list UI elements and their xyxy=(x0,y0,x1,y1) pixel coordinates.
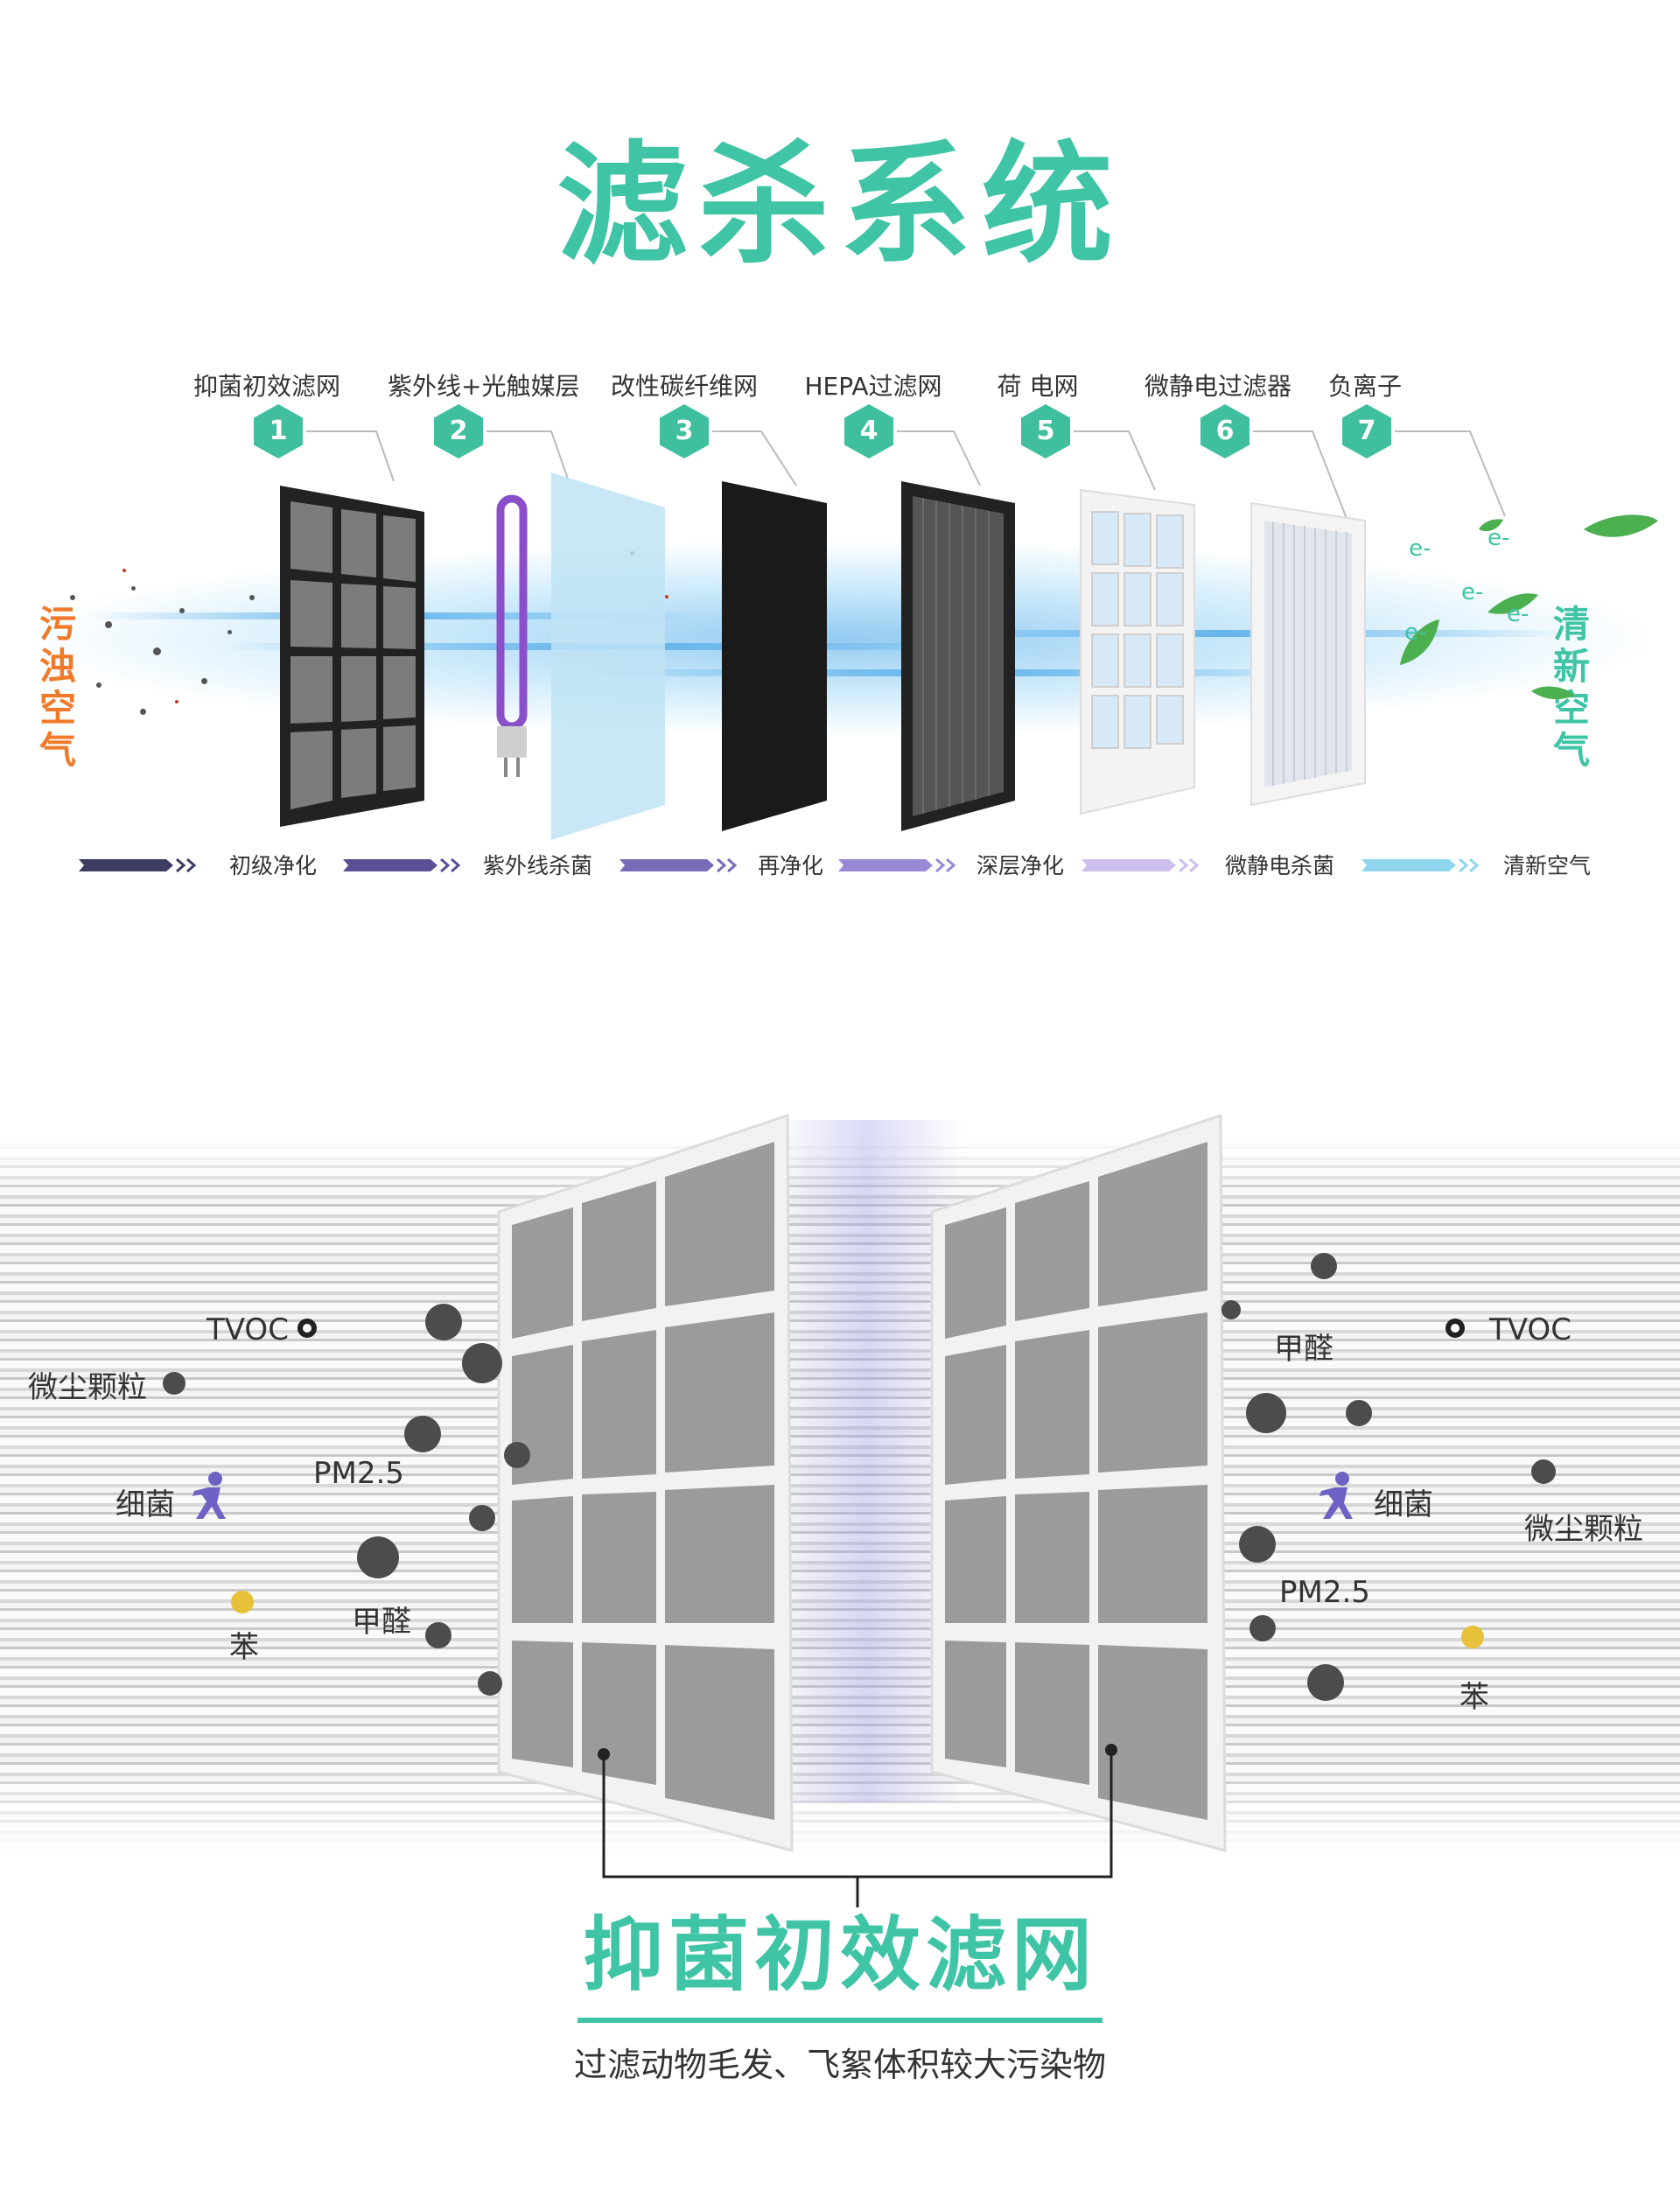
electrostatic-filter-panel xyxy=(1250,501,1366,807)
step-label-2: 紫外线杀菌 xyxy=(483,853,593,878)
pollutant-label-tvoc-left: TVOC xyxy=(206,1312,289,1347)
hepa-filter-panel xyxy=(901,481,1015,831)
pollutant-particle xyxy=(1346,1400,1372,1426)
pollutant-particle xyxy=(478,1671,502,1696)
pollutant-label-benzene-left: 苯 xyxy=(229,1630,259,1665)
pollutant-particle xyxy=(1222,1300,1241,1319)
filter-system-section: 抑菌初效滤网 紫外线+光触媒层 改性碳纤维网 HEPA过滤网 荷 电网 微静电过… xyxy=(0,332,1680,910)
step-arrow-6 xyxy=(1362,857,1480,873)
pollutant-label-bacteria-left: 细菌 xyxy=(116,1487,175,1522)
filter-title-underline xyxy=(578,2018,1102,2023)
dust-particle xyxy=(249,595,255,600)
layer-badge-2: 2 xyxy=(434,404,483,458)
dirty-air-label: 污浊空气 xyxy=(38,603,76,772)
pollutant-particle xyxy=(504,1442,530,1468)
pollutant-label-formaldehyde-left: 甲醛 xyxy=(352,1605,411,1640)
bacteria-icon xyxy=(192,1472,226,1519)
dust-particle xyxy=(122,569,126,572)
page-title: 滤杀系统 xyxy=(556,129,1124,282)
layer-badge-6: 6 xyxy=(1200,404,1250,458)
step-label-5: 微静电杀菌 xyxy=(1225,853,1335,878)
pollutant-label-benzene-right: 苯 xyxy=(1460,1680,1489,1715)
clean-air-label: 清新空气 xyxy=(1552,603,1590,772)
dust-particle xyxy=(96,682,102,688)
dust-particle xyxy=(153,647,161,655)
dust-particle xyxy=(105,621,112,628)
layer-label-4: HEPA过滤网 xyxy=(804,372,942,401)
pollutant-label-pm25-right: PM2.5 xyxy=(1279,1575,1370,1610)
airflow-glow xyxy=(770,1120,962,1802)
step-arrow-4 xyxy=(838,857,956,873)
pollutant-particle xyxy=(1307,1664,1344,1701)
layer-label-5: 荷 电网 xyxy=(997,372,1079,401)
step-label-1: 初级净化 xyxy=(229,853,318,878)
pollutant-particle xyxy=(1531,1459,1556,1484)
benzene-dot-icon xyxy=(231,1591,254,1613)
pollutant-particle xyxy=(425,1622,452,1648)
dust-particle xyxy=(70,595,75,600)
layer-label-1: 抑菌初效滤网 xyxy=(192,372,340,401)
dust-particle xyxy=(179,608,185,613)
dust-particle xyxy=(131,586,136,591)
ion-symbol: e- xyxy=(1461,579,1484,605)
pollutant-particle xyxy=(1250,1615,1276,1641)
pollutant-particle xyxy=(404,1416,441,1452)
pollutant-label-pm25-left: PM2.5 xyxy=(313,1456,404,1491)
pollutant-label-formaldehyde-right: 甲醛 xyxy=(1274,1332,1334,1367)
layer-badge-7: 7 xyxy=(1342,404,1391,458)
pollutant-label-dust-left: 微尘颗粒 xyxy=(28,1370,147,1405)
step-label-6: 清新空气 xyxy=(1503,853,1592,878)
ion-symbol: e- xyxy=(1409,535,1432,562)
filter-description: 过滤动物毛发、飞絮体积较大污染物 xyxy=(573,2046,1106,2084)
layer-badge-1: 1 xyxy=(254,404,303,458)
layer-label-3: 改性碳纤维网 xyxy=(610,372,758,401)
filter-title: 抑菌初效滤网 xyxy=(582,1908,1097,2002)
step-arrow-1 xyxy=(79,857,197,873)
layer-label-7: 负离子 xyxy=(1327,372,1402,401)
dust-particle xyxy=(665,595,668,598)
dust-particle xyxy=(140,709,146,715)
callout-bracket xyxy=(598,1744,1117,1907)
dust-particle-icon xyxy=(163,1372,186,1395)
pollutant-label-tvoc-right: TVOC xyxy=(1489,1312,1572,1347)
benzene-dot-icon xyxy=(1461,1626,1484,1648)
airflow-streak xyxy=(875,630,1575,637)
pollutant-particle xyxy=(1311,1253,1337,1279)
carbon-fiber-panel xyxy=(722,481,827,831)
step-arrow-5 xyxy=(1082,857,1200,873)
pollutant-particle xyxy=(469,1505,495,1531)
step-label-4: 深层净化 xyxy=(976,853,1065,878)
dust-particle xyxy=(228,630,232,634)
bacteria-icon xyxy=(1320,1472,1353,1519)
pollutant-particle xyxy=(462,1343,502,1383)
pollutant-particle xyxy=(1239,1526,1276,1563)
tvoc-ring-icon xyxy=(298,1319,317,1338)
airflow-lines-background xyxy=(0,1137,1680,1855)
layer-badge-4: 4 xyxy=(844,404,893,458)
charged-net-panel xyxy=(1080,488,1195,815)
step-arrow-2 xyxy=(343,857,461,873)
ion-symbol: e- xyxy=(1488,525,1510,551)
antibacterial-filter-panel xyxy=(280,486,424,827)
layer-label-2: 紫外线+光触媒层 xyxy=(388,372,580,401)
dust-particle xyxy=(201,678,207,684)
uv-photocatalyst-panel xyxy=(496,472,665,840)
layer-badge-3: 3 xyxy=(660,404,709,458)
pollutant-particle xyxy=(425,1304,462,1340)
pollutant-label-bacteria-right: 细菌 xyxy=(1374,1487,1433,1522)
step-label-3: 再净化 xyxy=(758,853,824,878)
filter-frame-left xyxy=(497,1113,794,1852)
filter-frame-right xyxy=(930,1113,1227,1852)
ion-symbol: e- xyxy=(1507,601,1530,627)
dust-particle xyxy=(175,700,178,703)
pollutant-particle xyxy=(357,1536,399,1578)
tvoc-ring-icon xyxy=(1446,1319,1465,1338)
layer-badge-5: 5 xyxy=(1021,404,1070,458)
step-arrow-3 xyxy=(620,857,738,873)
pollutant-label-dust-right: 微尘颗粒 xyxy=(1524,1512,1643,1547)
layer-label-6: 微静电过滤器 xyxy=(1144,372,1292,401)
pollutant-particle xyxy=(1246,1393,1286,1433)
ion-symbol: e- xyxy=(1404,619,1427,646)
